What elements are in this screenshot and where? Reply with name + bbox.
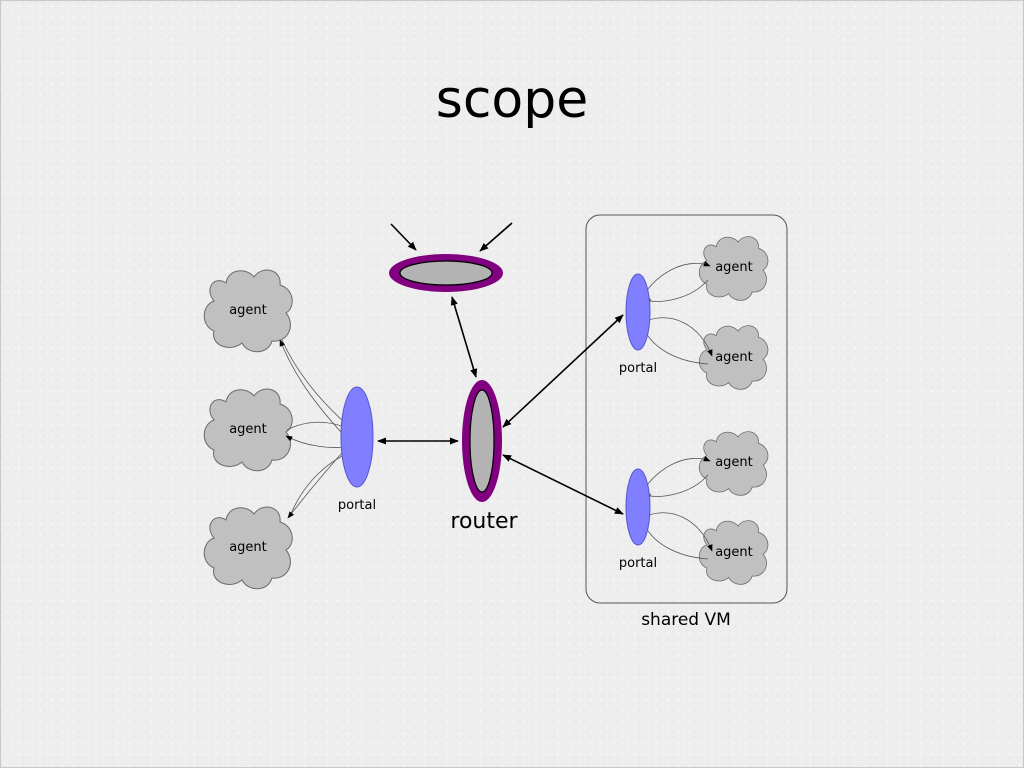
vm-bottom-link-2a	[643, 512, 713, 552]
vm-top-link-2a	[643, 317, 713, 357]
incoming-arrow-left	[390, 223, 417, 251]
slide-title: scope	[436, 70, 589, 130]
vm-bottom-portal	[625, 468, 651, 546]
svg-text:agent: agent	[229, 422, 267, 437]
svg-text:agent: agent	[715, 260, 753, 275]
vm-top-portal	[625, 273, 651, 351]
vm-bottom-link-2b	[640, 516, 709, 560]
router-node	[462, 380, 502, 502]
svg-text:agent: agent	[229, 540, 267, 555]
link-router-vm-top-portal	[502, 314, 624, 428]
vm-top-portal-label: portal	[619, 361, 657, 376]
vm-bottom-agent-2: agent	[698, 520, 769, 585]
svg-text:agent: agent	[715, 545, 753, 560]
link-router-vm-bottom-portal	[502, 454, 624, 515]
svg-text:agent: agent	[715, 350, 753, 365]
shared-vm-label: shared VM	[641, 610, 731, 630]
vm-top-agent-1: agent	[698, 236, 769, 301]
incoming-arrow-right	[479, 222, 513, 252]
vm-top-agent-2: agent	[698, 325, 769, 390]
svg-text:agent: agent	[715, 455, 753, 470]
left-agent-2: agent	[203, 388, 293, 472]
vm-bottom-agent-1: agent	[698, 431, 769, 496]
left-agent-3: agent	[203, 506, 293, 590]
top-node	[389, 254, 503, 292]
left-portal-label: portal	[338, 498, 376, 513]
vm-top-link-2b	[640, 321, 709, 365]
router-label: router	[450, 509, 518, 534]
left-agent-1: agent	[203, 269, 293, 353]
svg-text:agent: agent	[229, 303, 267, 318]
link-top-router	[450, 296, 478, 378]
vm-bottom-portal-label: portal	[619, 556, 657, 571]
left-portal	[340, 386, 374, 488]
